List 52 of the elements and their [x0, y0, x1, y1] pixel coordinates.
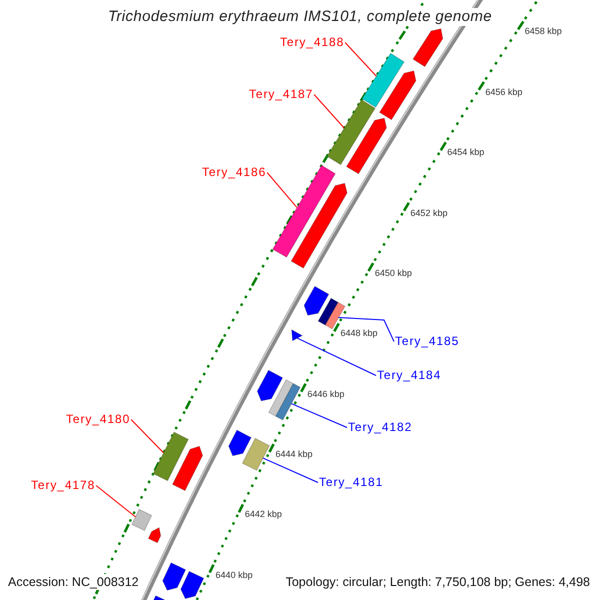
gene-block [324, 302, 346, 330]
gene-label: Tery_4188 [280, 35, 344, 50]
gene-block [362, 52, 405, 108]
gene-block [275, 383, 301, 420]
gene-block [346, 118, 387, 174]
gene-block [148, 527, 162, 544]
leader-line [314, 94, 345, 128]
gene-block [412, 28, 444, 68]
gene-block [256, 370, 284, 402]
leader-line [130, 419, 164, 454]
gene-label: Tery_4184 [377, 368, 442, 383]
leader-line [338, 317, 394, 342]
gene-block [379, 70, 416, 120]
scale-label: 6440 kbp [216, 570, 253, 581]
scale-label: 6448 kbp [340, 328, 378, 340]
leader-line [266, 172, 298, 208]
gene-block [290, 182, 348, 269]
gene-block [228, 430, 252, 456]
gene-block [131, 508, 152, 531]
scale-label: 6458 kbp [524, 26, 562, 38]
scale-label: 6444 kbp [276, 449, 313, 460]
footer-text: Topology: circular; Length: 7,750,108 bp; Genes: 4,498 [284, 574, 592, 590]
gene-label: Tery_4178 [31, 478, 96, 493]
leader-line [291, 403, 348, 428]
gene-label: Tery_4182 [348, 420, 412, 435]
gene-label: Tery_4187 [249, 87, 314, 102]
scale-label: 6456 kbp [485, 86, 522, 98]
gene-block [242, 438, 270, 471]
scale-label: 6452 kbp [410, 208, 448, 219]
leader-line [344, 42, 377, 77]
gene-block [268, 379, 294, 417]
gene-block [272, 164, 336, 258]
leader-line [262, 458, 318, 483]
gene-block [172, 446, 203, 492]
footer-text: Accession: NC_008312 [6, 574, 141, 590]
gene-block [152, 432, 189, 482]
scale-label: 6446 kbp [307, 388, 344, 400]
gene-block [162, 562, 186, 591]
leader-line [296, 338, 376, 376]
gene-label: Tery_4185 [395, 334, 460, 349]
gene-label: Tery_4180 [66, 412, 130, 427]
gene-block [180, 570, 204, 600]
gene-block [318, 298, 338, 326]
gene-label: Tery_4181 [319, 475, 384, 490]
scale-label: 6442 kbp [244, 509, 282, 520]
gene-block [326, 99, 376, 166]
gene-label: Tery_4186 [202, 165, 266, 180]
scale-label: 6450 kbp [374, 268, 412, 280]
gene-block [304, 286, 330, 316]
gene-marker [291, 329, 303, 342]
scale-label: 6454 kbp [447, 147, 484, 158]
leader-line [96, 485, 136, 518]
